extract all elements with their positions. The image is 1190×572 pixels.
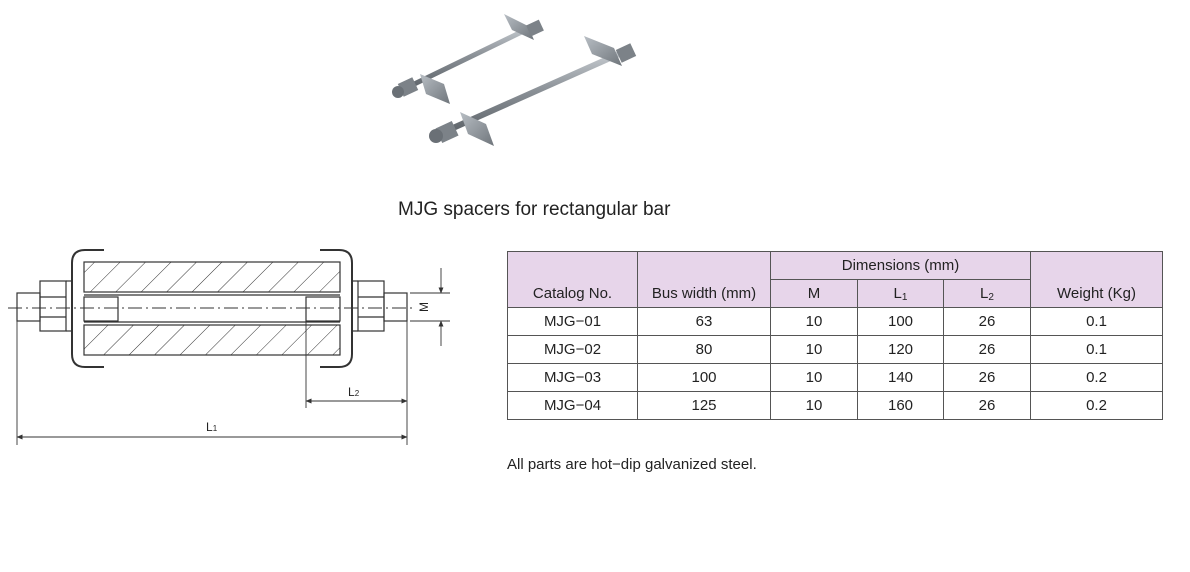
spacer-body-bottom <box>83 324 341 356</box>
header-weight: Weight (Kg) <box>1030 251 1164 308</box>
cell-weight: 0.1 <box>1030 335 1164 364</box>
header-l2: L2 <box>942 279 1032 308</box>
header-m: M <box>770 279 858 308</box>
table-row: MJG−01 63 10 100 26 0.1 <box>507 307 1164 336</box>
spacer-front <box>429 36 637 146</box>
l2-label: L2 <box>348 385 360 399</box>
clamp-outline <box>71 249 104 368</box>
cell-m: 10 <box>770 335 858 364</box>
material-note: All parts are hot−dip galvanized steel. <box>507 456 757 473</box>
cell-l2: 26 <box>942 335 1032 364</box>
table-row: MJG−03 100 10 140 26 0.2 <box>507 363 1164 392</box>
cell-bus-width: 125 <box>637 391 771 420</box>
product-caption: MJG spacers for rectangular bar <box>398 199 671 220</box>
cell-m: 10 <box>770 363 858 392</box>
technical-drawing: M L2 L1 <box>8 249 450 445</box>
header-l1: L1 <box>857 279 944 308</box>
product-photo <box>392 14 637 146</box>
cell-weight: 0.1 <box>1030 307 1164 336</box>
cell-m: 10 <box>770 391 858 420</box>
cell-bus-width: 63 <box>637 307 771 336</box>
header-dimensions: Dimensions (mm) <box>769 251 1032 280</box>
cell-bus-width: 80 <box>637 335 771 364</box>
m-label: M <box>417 302 431 312</box>
cell-catalog: MJG−01 <box>507 307 638 336</box>
l1-label: L1 <box>206 420 218 434</box>
spacer-back <box>392 14 544 104</box>
cell-catalog: MJG−02 <box>507 335 638 364</box>
cell-l1: 140 <box>857 363 944 392</box>
cell-l2: 26 <box>942 391 1032 420</box>
cell-l2: 26 <box>942 307 1032 336</box>
header-bus-width: Bus width (mm) <box>637 251 771 308</box>
cell-l1: 100 <box>857 307 944 336</box>
table-row: MJG−02 80 10 120 26 0.1 <box>507 335 1164 364</box>
cell-l1: 120 <box>857 335 944 364</box>
header-catalog: Catalog No. <box>507 251 638 308</box>
cell-bus-width: 100 <box>637 363 771 392</box>
cell-l1: 160 <box>857 391 944 420</box>
nut-right <box>357 280 385 332</box>
cell-weight: 0.2 <box>1030 391 1164 420</box>
cell-weight: 0.2 <box>1030 363 1164 392</box>
cell-catalog: MJG−04 <box>507 391 638 420</box>
table-row: MJG−04 125 10 160 26 0.2 <box>507 391 1164 420</box>
cell-l2: 26 <box>942 363 1032 392</box>
cell-catalog: MJG−03 <box>507 363 638 392</box>
nut-left <box>39 280 67 332</box>
cell-m: 10 <box>770 307 858 336</box>
spacer-body-top <box>83 261 341 293</box>
spec-table: Catalog No. Bus width (mm) Dimensions (m… <box>507 251 1164 420</box>
